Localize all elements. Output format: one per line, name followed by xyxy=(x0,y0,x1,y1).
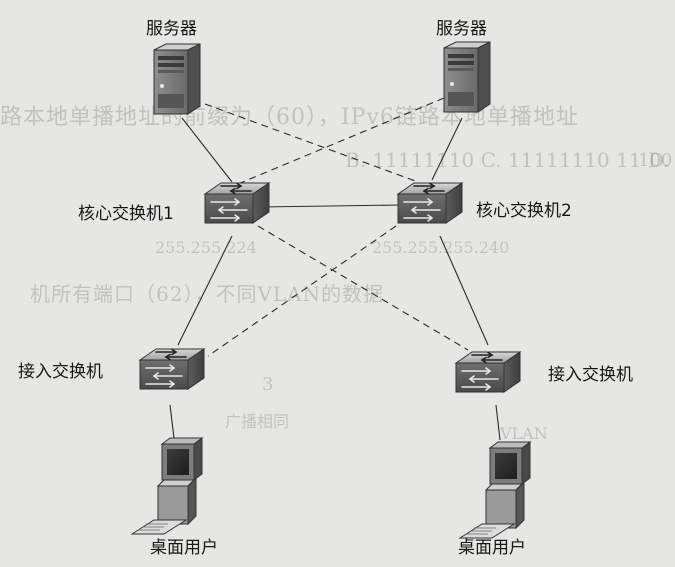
bleed-text-7: VLAN xyxy=(500,424,548,443)
label-desktop-user-left: 桌面用户 xyxy=(150,538,218,558)
label-access-switch-left: 接入交换机 xyxy=(18,362,103,382)
label-server-right: 服务器 xyxy=(436,19,487,39)
label-core-switch-2: 核心交换机2 xyxy=(476,201,572,221)
link-core1-core2 xyxy=(259,204,401,208)
link-server2-core2 xyxy=(431,117,463,181)
core-switch-2-icon xyxy=(397,182,463,224)
label-core-switch-1: 核心交换机1 xyxy=(78,204,174,224)
bleed-text-6: 3 xyxy=(262,374,274,395)
link-core2-access2 xyxy=(439,235,489,346)
bleed-text-4: 255.255.224 255.255.255.240 xyxy=(155,238,510,257)
link-access1-desktop1 xyxy=(169,404,175,439)
server-right-icon xyxy=(443,41,491,113)
desktop-user-right-icon xyxy=(459,441,531,539)
link-server1-core1 xyxy=(181,117,233,183)
bleed-text-3: 100 xyxy=(638,150,673,171)
access-switch-left-icon xyxy=(139,348,205,390)
label-server-left: 服务器 xyxy=(146,19,197,39)
bleed-text-8: 广播相同 xyxy=(225,412,290,431)
bleed-text-2: B. 11111110 C. 11111110 11 D. xyxy=(345,148,670,172)
server-left-icon xyxy=(153,43,201,115)
bleed-text-5: 机所有端口（62），不同VLAN的数据 xyxy=(30,282,385,306)
link-core1-access1 xyxy=(177,235,233,346)
label-desktop-user-right: 桌面用户 xyxy=(458,538,526,558)
core-switch-1-icon xyxy=(204,182,270,224)
access-switch-right-icon xyxy=(455,351,521,393)
link-server2-core1-dashed xyxy=(237,97,445,185)
bleed-text-1: 路本地单播地址的前缀为（60），IPv6链路本地单播地址 xyxy=(0,105,579,130)
link-access2-desktop2 xyxy=(495,404,501,441)
link-server1-core2-dashed xyxy=(204,103,419,183)
link-core2-access1-dashed xyxy=(207,225,397,357)
label-access-switch-right: 接入交换机 xyxy=(548,365,633,385)
link-core1-access2-dashed xyxy=(257,225,469,351)
desktop-user-left-icon xyxy=(131,437,203,535)
